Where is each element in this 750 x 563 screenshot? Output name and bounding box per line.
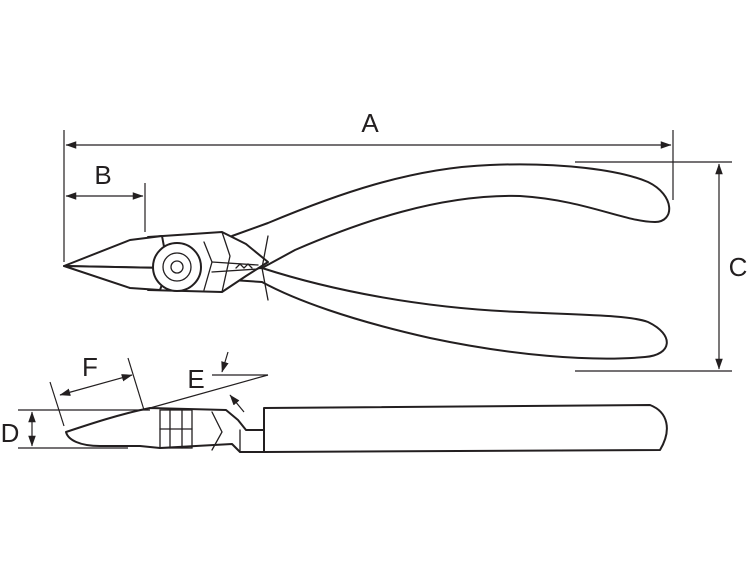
pivot-rivet xyxy=(170,260,184,274)
handle-base-upper xyxy=(261,235,269,269)
dim-f-ext-left xyxy=(49,381,65,427)
lower-handle xyxy=(231,267,668,360)
pivot-ring xyxy=(162,252,192,282)
label-d: D xyxy=(1,418,20,448)
joint-slot-bottom xyxy=(211,268,259,273)
dim-e-ext-slope xyxy=(149,374,269,409)
label-c: C xyxy=(729,252,748,282)
label-b: B xyxy=(94,160,111,190)
dimension-b: B xyxy=(65,160,146,232)
dimension-e: E xyxy=(149,351,269,413)
side-handle xyxy=(263,404,668,453)
pivot-outer xyxy=(152,242,202,292)
side-head-detail xyxy=(211,411,223,451)
dim-f-line xyxy=(59,374,133,396)
dimension-c: C xyxy=(575,161,748,372)
dimension-d: D xyxy=(1,409,150,449)
handle-base-lower xyxy=(261,267,269,301)
dimension-a: A xyxy=(63,108,674,262)
spring-zigzag xyxy=(235,263,253,269)
side-head xyxy=(65,407,265,453)
joint-slot-top xyxy=(211,261,259,266)
dim-e-arrow-bottom xyxy=(229,394,245,413)
joint-detail-2 xyxy=(221,231,231,293)
dimension-f: F xyxy=(49,352,145,427)
dim-e-arrow-top xyxy=(221,351,229,373)
cutting-edge xyxy=(63,265,169,269)
label-f: F xyxy=(82,352,98,382)
dim-f-ext-right xyxy=(127,357,145,411)
upper-handle xyxy=(231,163,671,269)
label-e: E xyxy=(187,364,204,394)
pliers-top-view xyxy=(63,163,671,360)
pliers-side-view xyxy=(65,404,668,453)
label-a: A xyxy=(361,108,379,138)
